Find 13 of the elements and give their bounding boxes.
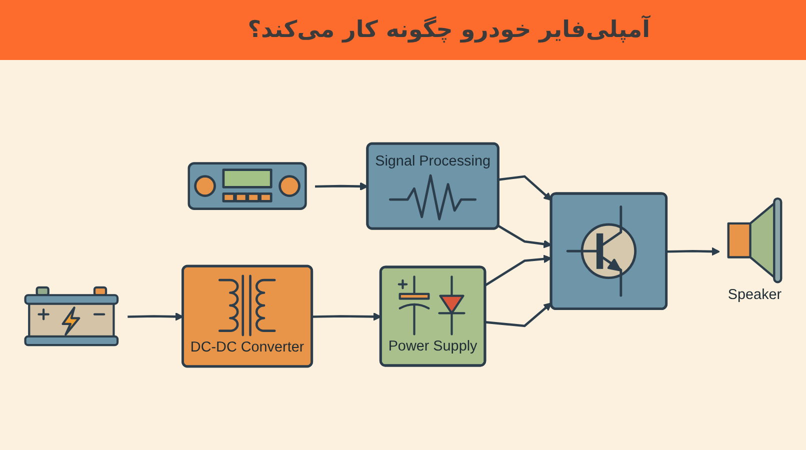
arrow: [484, 254, 552, 286]
arrow: [128, 312, 184, 321]
node-label: Power Supply: [388, 338, 478, 354]
node-label: Signal Processing: [375, 153, 490, 170]
title: آمپلی‌فایر خودرو چگونه کار می‌کند؟: [248, 14, 650, 45]
node-label: DC-DC Converter: [190, 339, 304, 356]
arrow: [498, 175, 552, 201]
arrow: [312, 312, 382, 321]
arrow: [498, 224, 552, 248]
arrow: [666, 247, 720, 256]
arrow: [485, 302, 552, 328]
arrow: [315, 182, 368, 191]
node-label: Speaker: [728, 286, 782, 303]
